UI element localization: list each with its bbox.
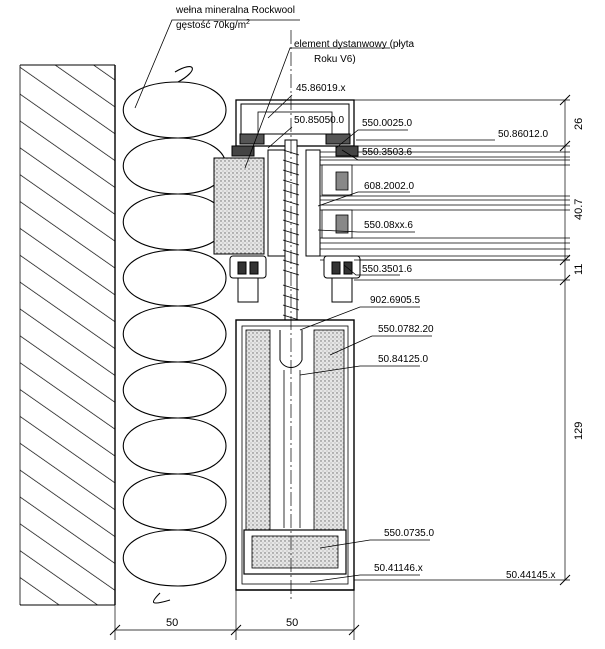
note-spacer-line1: element dystanwowy (płyta: [294, 39, 414, 50]
part-label-550-0025: 550.0025.0: [362, 118, 412, 129]
cover-cap-profile: [235, 99, 355, 147]
dimension-bottom-right: 50: [286, 617, 298, 629]
part-label-608-2002: 608.2002.0: [364, 181, 414, 192]
part-label-550-08xx: 550.08xx.6: [364, 220, 413, 231]
part-label-50-44145: 50.44145.x: [506, 570, 556, 581]
dimension-top: 26: [573, 118, 585, 130]
part-label-550-0782: 550.0782.20: [378, 324, 434, 335]
part-label-550-3501: 550.3501.6: [362, 264, 412, 275]
part-label-50-86012: 50.86012.0: [498, 129, 548, 140]
spacer-board: [213, 149, 321, 257]
dimension-ticks: [109, 94, 571, 636]
reference-lines: [114, 30, 570, 640]
dimension-profile: 129: [573, 422, 585, 440]
part-label-550-3503: 550.3503.6: [362, 147, 412, 158]
dimension-glass: 40.7: [573, 199, 585, 220]
part-label-50-84125: 50.84125.0: [378, 354, 428, 365]
note-spacer-line2: Roku V6): [314, 54, 356, 65]
mineral-wool-insulation: [122, 66, 227, 604]
mullion-profile: [235, 319, 355, 591]
note-insulation-line1: wełna mineralna Rockwool: [175, 5, 295, 16]
dimension-bottom-left: 50: [166, 617, 178, 629]
part-label-45-86019: 45.86019.x: [296, 83, 346, 94]
note-insulation-line2: gęstość 70kg/m2: [176, 19, 250, 31]
gaskets: [229, 145, 361, 303]
masonry-wall: [19, 64, 116, 606]
dimension-gap: 11: [573, 264, 585, 275]
part-label-550-0735: 550.0735.0: [384, 528, 434, 539]
leader-lines: [134, 19, 495, 583]
part-label-50-85050: 50.85050.0: [294, 115, 344, 126]
part-label-902-6905: 902.6905.5: [370, 295, 420, 306]
part-label-50-41146: 50.41146.x: [374, 563, 423, 574]
glazing-unit: [320, 151, 570, 261]
